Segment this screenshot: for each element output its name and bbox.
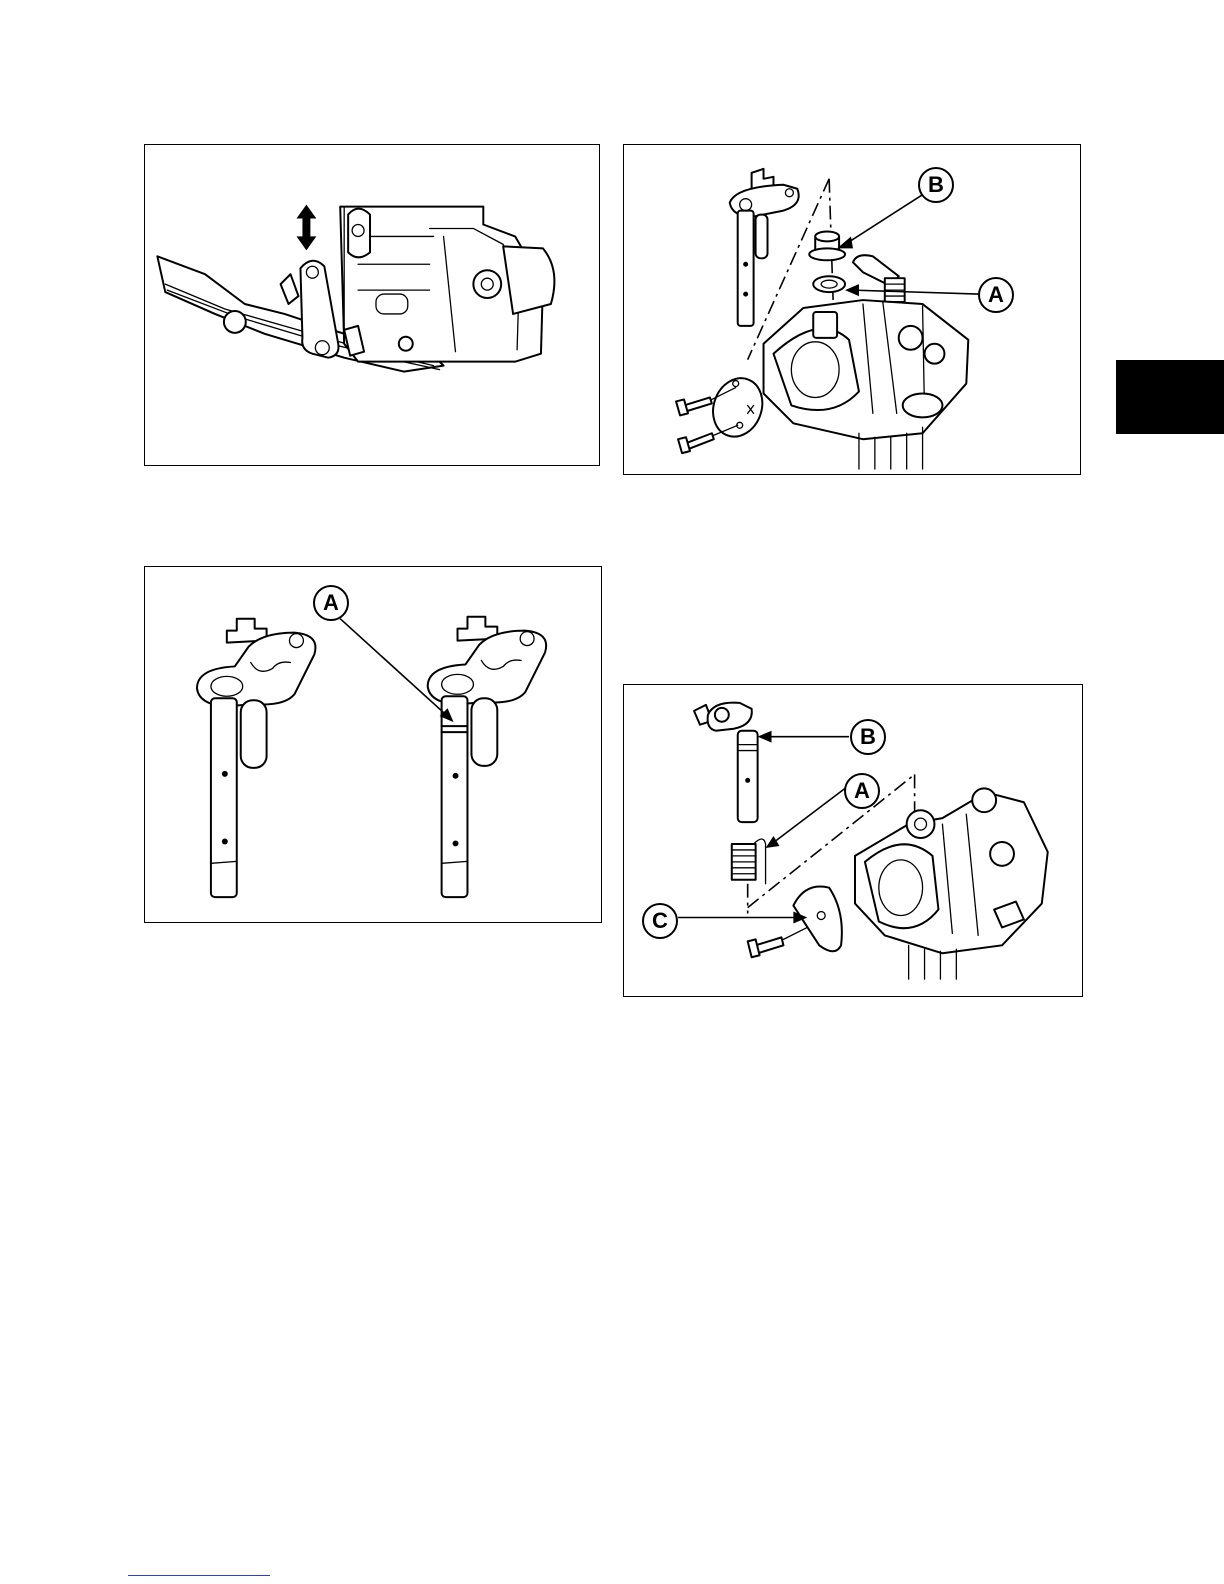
illustration-choke-shafts xyxy=(145,567,601,922)
figure-choke-shaft-comparison: A xyxy=(144,566,602,923)
double-arrow-icon xyxy=(296,205,316,251)
section-tab-marker xyxy=(1116,360,1224,434)
callout-b: B xyxy=(850,719,886,755)
callout-c: C xyxy=(642,903,678,939)
footer-rule xyxy=(128,1575,270,1576)
callout-a: A xyxy=(844,773,880,809)
callout-a: A xyxy=(978,277,1014,313)
figure-choke-shaft-bushing-seal: B A xyxy=(623,144,1081,475)
figure-throttle-lever-movement xyxy=(144,144,600,466)
figure-throttle-shaft-spring-plate: B A C xyxy=(623,684,1083,997)
illustration-carburetor-linkage xyxy=(145,145,599,465)
callout-b: B xyxy=(918,167,954,203)
callout-a: A xyxy=(313,585,349,621)
illustration-choke-exploded-view xyxy=(624,145,1080,474)
